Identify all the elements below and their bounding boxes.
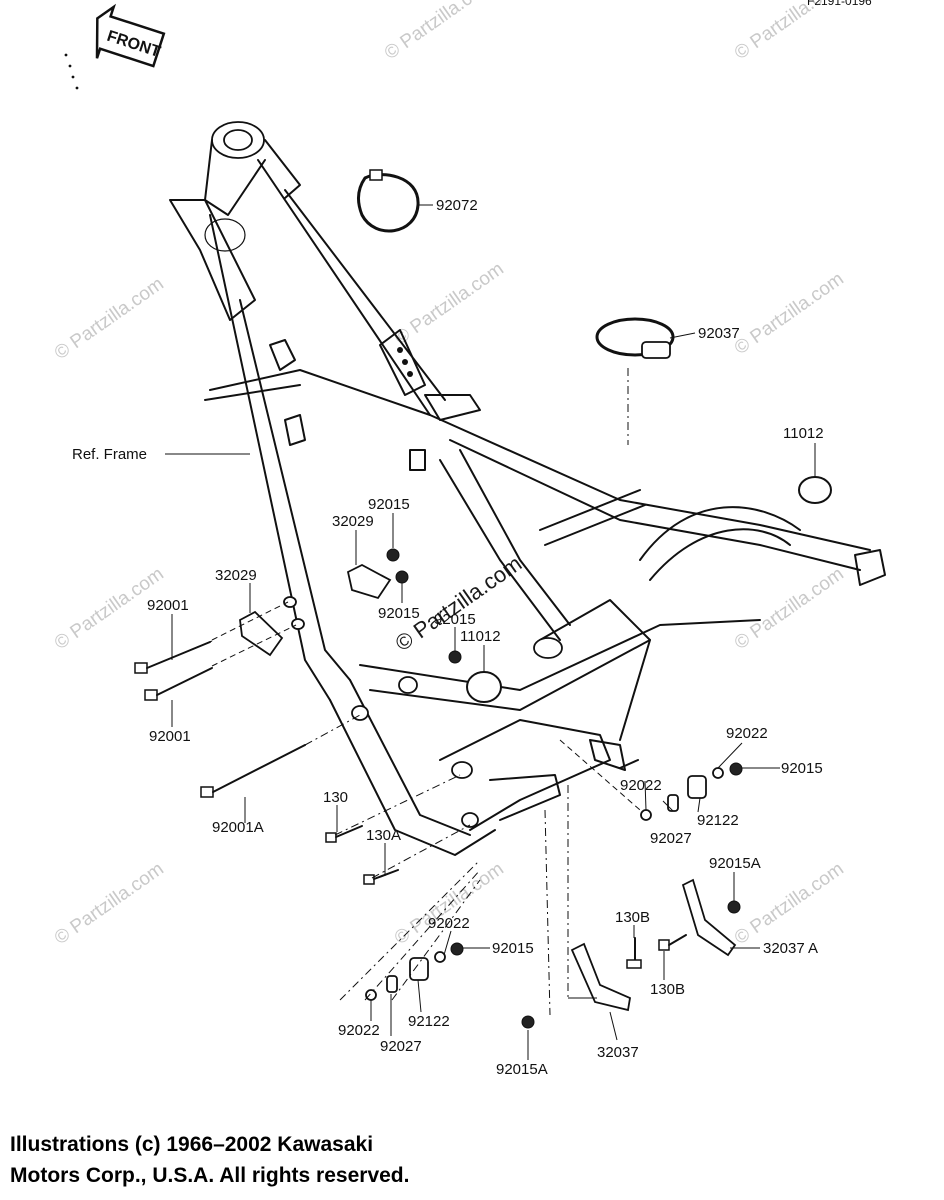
bolt-92001-lower (144, 667, 213, 701)
label-92015-c: 92015 (434, 611, 476, 628)
stud (619, 759, 639, 769)
hose-clamp-92037 (595, 317, 675, 359)
front-dots (64, 53, 79, 90)
label-130B-b: 130B (650, 981, 685, 998)
washer-92022 (712, 767, 724, 779)
bolt-130 (325, 825, 363, 843)
washer-92022 (365, 989, 377, 1001)
label-32029-a: 32029 (332, 513, 374, 530)
watermark: © Partzilla.com (731, 0, 848, 64)
nut-92015A (521, 1015, 535, 1029)
part-labels: 92072 92037 11012 Ref. Frame 92015 32029… (72, 197, 824, 1078)
washer-92022 (640, 809, 652, 821)
watermark: © Partzilla.com (51, 858, 168, 949)
bolt-130A (363, 869, 399, 885)
label-92015-d: 92015 (781, 760, 823, 777)
label-92122-b: 92122 (408, 1013, 450, 1030)
diagram-reference-number: F2191-0196 (807, 0, 872, 8)
bolt-130B-vertical (626, 937, 642, 969)
collar-92122 (687, 775, 707, 799)
plate-32029-upper (346, 563, 392, 600)
label-92072: 92072 (436, 197, 478, 214)
nut-92015 (450, 942, 464, 956)
label-92015-e: 92015 (492, 940, 534, 957)
label-92122-a: 92122 (697, 812, 739, 829)
parts (134, 169, 832, 1029)
label-92015A-b: 92015A (496, 1061, 548, 1078)
label-92001-a: 92001 (147, 597, 189, 614)
watermark: © Partzilla.com (731, 268, 848, 359)
watermark: © Partzilla.com (731, 563, 848, 654)
nut-92015A (727, 900, 741, 914)
label-32037A: 32037 A (763, 940, 818, 957)
nut-92015 (395, 570, 409, 584)
plate-32029-lower (239, 610, 284, 657)
spacer-92027 (386, 975, 398, 993)
copyright-line-2: Motors Corp., U.S.A. All rights reserved… (10, 1164, 410, 1187)
label-11012-top: 11012 (783, 425, 824, 442)
cap-11012-top (798, 476, 832, 504)
label-11012-mid: 11012 (460, 628, 501, 645)
label-92001-b: 92001 (149, 728, 191, 745)
spacer-92027 (667, 794, 679, 812)
copyright-line-1: Illustrations (c) 1966–2002 Kawasaki (10, 1133, 374, 1156)
plate-32037 (570, 942, 632, 1012)
label-92001A: 92001A (212, 819, 264, 836)
cap-11012-mid (466, 671, 502, 703)
nut-92015 (386, 548, 400, 562)
label-32037: 32037 (597, 1044, 639, 1061)
label-92022-c: 92022 (428, 915, 470, 932)
label-92022-a: 92022 (726, 725, 768, 742)
nut-92015 (729, 762, 743, 776)
label-130A: 130A (366, 827, 401, 844)
washer-92022 (434, 951, 446, 963)
watermark: © Partzilla.com (381, 0, 498, 64)
label-92015-a: 92015 (368, 496, 410, 513)
watermark: © Partzilla.com (51, 273, 168, 364)
watermark: © Partzilla.com (731, 858, 848, 949)
watermark: © Partzilla.com (391, 258, 508, 349)
label-32029-b: 32029 (215, 567, 257, 584)
leader-lines (165, 204, 816, 1060)
bolt-92001-upper (134, 640, 213, 674)
label-92027-a: 92027 (650, 830, 692, 847)
bolt-92001A (200, 744, 306, 798)
collar-92122 (409, 957, 429, 981)
label-92022-b: 92022 (620, 777, 662, 794)
label-92015A-a: 92015A (709, 855, 761, 872)
label-ref-frame: Ref. Frame (72, 446, 147, 463)
plate-32037A (681, 878, 737, 957)
label-92022-d: 92022 (338, 1022, 380, 1039)
label-92015-b: 92015 (378, 605, 420, 622)
label-92027-b: 92027 (380, 1038, 422, 1055)
front-arrow-icon: FRONT (95, 3, 166, 68)
label-92037: 92037 (698, 325, 740, 342)
bolt-130B-side (658, 934, 687, 951)
label-130B-a: 130B (615, 909, 650, 926)
band-clamp-92072 (356, 169, 420, 233)
nut-92015 (448, 650, 462, 664)
motorcycle-frame (169, 121, 886, 856)
label-130: 130 (323, 789, 348, 806)
